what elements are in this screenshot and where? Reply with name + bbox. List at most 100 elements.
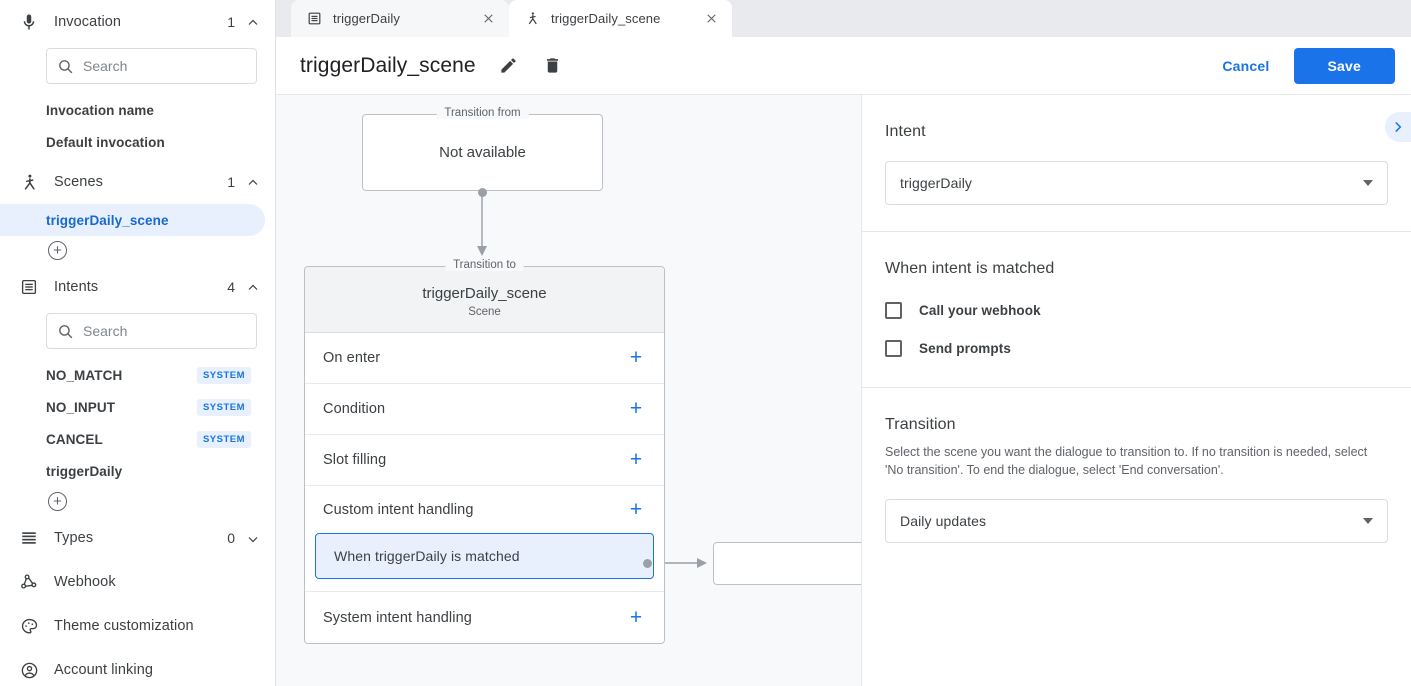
tab-label: triggerDaily_scene [551, 11, 661, 26]
scene-node-header: triggerDaily_scene Scene [305, 267, 664, 333]
page-title: triggerDaily_scene [300, 53, 476, 77]
chevron-up-icon [247, 281, 259, 293]
sidebar-item-label: Theme customization [54, 618, 194, 634]
sidebar-section-scenes[interactable]: Scenes 1 [0, 160, 275, 204]
sidebar-section-label: Types [54, 530, 94, 546]
intents-search-wrap [0, 309, 275, 359]
content-area: triggerDaily triggerDaily_scene triggerD… [276, 0, 1411, 686]
sidebar-item-webhook[interactable]: Webhook [0, 560, 275, 604]
scene-row-label: Slot filling [323, 452, 387, 468]
sidebar-section-label: Invocation [54, 14, 122, 30]
scene-row-system-intent-handling[interactable]: System intent handling + [305, 592, 664, 643]
cancel-button[interactable]: Cancel [1208, 49, 1283, 83]
intents-search-input[interactable] [83, 323, 264, 339]
checkbox-label: Send prompts [919, 341, 1011, 356]
add-scene-row [0, 236, 275, 265]
scene-graph-canvas[interactable]: Transition from Not available Transition… [276, 95, 862, 686]
sidebar-item-theme-customization[interactable]: Theme customization [0, 604, 275, 648]
transition-to-legend: Transition to [445, 259, 524, 271]
transition-from-node[interactable]: Transition from Not available [362, 107, 603, 191]
sidebar-item-label: triggerDaily_scene [46, 212, 169, 228]
panel-intent-title: Intent [885, 123, 926, 140]
panel-matched-title: When intent is matched [885, 260, 1055, 277]
invocation-search-wrap [0, 44, 275, 94]
sidebar-section-label: Scenes [54, 174, 103, 190]
scene-row-condition[interactable]: Condition + [305, 384, 664, 435]
tab-triggerdaily-scene[interactable]: triggerDaily_scene [509, 0, 732, 37]
sidebar-item-account-linking[interactable]: Account linking [0, 648, 275, 686]
tab-strip: triggerDaily triggerDaily_scene [276, 0, 1411, 37]
chevron-down-icon [1363, 518, 1373, 525]
add-scene-button[interactable] [48, 241, 67, 260]
sidebar-section-count: 1 [227, 174, 235, 190]
sidebar-item-label: Account linking [54, 662, 154, 678]
scene-row-label: Custom intent handling [323, 501, 474, 518]
intent-handler-when-triggerdaily-is-matched[interactable]: When triggerDaily is matched [315, 533, 654, 579]
account-circle-icon [18, 659, 40, 681]
sidebar-item-label: NO_MATCH [46, 367, 123, 383]
chevron-up-icon [247, 176, 259, 188]
sidebar-item-label: Default invocation [46, 134, 165, 150]
trash-icon[interactable] [542, 55, 564, 77]
sidebar-item-no-match[interactable]: NO_MATCH SYSTEM [0, 359, 265, 391]
palette-icon [18, 615, 40, 637]
scene-row-on-enter[interactable]: On enter + [305, 333, 664, 384]
intents-search-box[interactable] [46, 313, 264, 349]
panel-transition-title: Transition [885, 416, 956, 433]
sidebar-section-intents[interactable]: Intents 4 [0, 265, 275, 309]
invocation-search-input[interactable] [83, 58, 264, 74]
tab-triggerdaily[interactable]: triggerDaily [291, 0, 509, 37]
intents-list-icon [18, 276, 40, 298]
transition-target-node[interactable]: Tr Dail [713, 542, 861, 585]
add-slot-filling-button[interactable]: + [629, 448, 643, 471]
sidebar-section-count: 1 [227, 14, 235, 30]
transition-select[interactable]: Daily updates [885, 499, 1388, 544]
add-system-intent-handling-button[interactable]: + [629, 605, 643, 629]
checkbox-box[interactable] [885, 302, 902, 319]
intent-handler-label: When triggerDaily is matched [334, 548, 520, 564]
sidebar-section-types[interactable]: Types 0 [0, 516, 275, 560]
add-custom-intent-handling-button[interactable]: + [629, 497, 643, 521]
close-icon[interactable] [702, 10, 720, 28]
sidebar-item-default-invocation[interactable]: Default invocation [0, 126, 265, 158]
sidebar: Invocation 1 Invocation name Default inv… [0, 0, 276, 686]
webhook-icon [18, 571, 40, 593]
chevron-up-icon [247, 16, 259, 28]
invocation-search-box[interactable] [46, 48, 264, 84]
page-header: triggerDaily_scene Cancel Save [276, 37, 1411, 95]
checkbox-call-your-webhook[interactable]: Call your webhook [885, 302, 1388, 319]
checkbox-label: Call your webhook [919, 303, 1041, 318]
intent-select-value: triggerDaily [900, 175, 972, 191]
properties-panel: Intent triggerDaily When intent is match… [862, 95, 1411, 686]
close-icon[interactable] [479, 10, 497, 28]
save-button[interactable]: Save [1293, 47, 1395, 84]
scene-row-custom-intent-handling[interactable]: Custom intent handling + [305, 486, 664, 533]
add-condition-button[interactable]: + [629, 397, 643, 420]
sidebar-section-invocation[interactable]: Invocation 1 [0, 0, 275, 44]
intent-icon [307, 11, 322, 26]
scene-row-slot-filling[interactable]: Slot filling + [305, 435, 664, 486]
sidebar-item-cancel[interactable]: CANCEL SYSTEM [0, 423, 265, 455]
transition-to-scene-node[interactable]: Transition to triggerDaily_scene Scene O… [304, 259, 665, 644]
checkbox-send-prompts[interactable]: Send prompts [885, 340, 1388, 357]
sidebar-item-invocation-name[interactable]: Invocation name [0, 94, 265, 126]
sidebar-section-label: Intents [54, 279, 99, 295]
chevron-right-icon[interactable] [1385, 112, 1411, 142]
sidebar-item-label: NO_INPUT [46, 399, 116, 415]
chevron-down-icon [247, 532, 259, 544]
sidebar-item-triggerdaily[interactable]: triggerDaily [0, 455, 265, 487]
scene-row-label: System intent handling [323, 609, 472, 626]
sidebar-item-triggerdaily-scene[interactable]: triggerDaily_scene [0, 204, 265, 236]
intent-select[interactable]: triggerDaily [885, 161, 1388, 205]
panel-section-when-intent-matched: When intent is matched Call your webhook… [862, 232, 1411, 388]
pencil-icon[interactable] [498, 55, 520, 77]
checkbox-box[interactable] [885, 340, 902, 357]
scene-node-name: triggerDaily_scene [422, 285, 547, 302]
scene-row-label: On enter [323, 350, 381, 366]
types-lines-icon [18, 527, 40, 549]
add-on-enter-button[interactable]: + [629, 346, 643, 369]
sidebar-item-no-input[interactable]: NO_INPUT SYSTEM [0, 391, 265, 423]
add-intent-button[interactable] [48, 492, 67, 511]
sidebar-section-count: 4 [227, 279, 235, 295]
